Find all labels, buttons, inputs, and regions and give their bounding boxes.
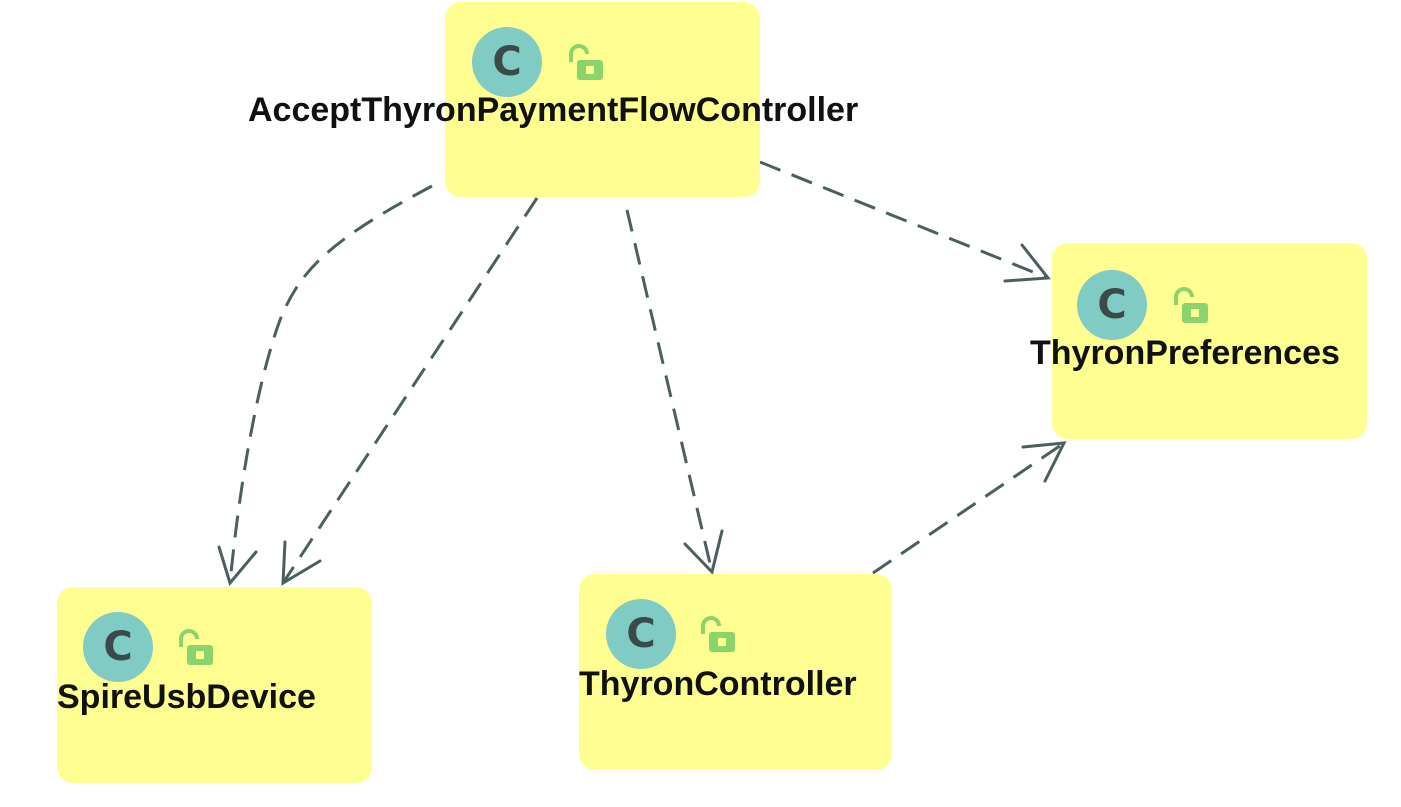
edge-accept-to-preferences [759, 160, 1049, 280]
arrowhead-controller-to-preferences [1021, 441, 1067, 483]
class-node-thyron-preferences[interactable]: C [1052, 243, 1367, 439]
unlock-icon [1174, 287, 1208, 323]
unlock-icon [569, 44, 603, 80]
edge-accept-to-spire-curved [228, 184, 433, 584]
class-node-spire-usb-device[interactable]: C [57, 587, 372, 783]
edge-accept-to-controller [625, 209, 714, 573]
class-icon: C [606, 599, 676, 669]
class-node-accept-thyron-payment-flow-controller[interactable]: C [445, 2, 760, 197]
class-icon: C [1077, 270, 1147, 340]
class-name-thyron-controller: ThyronController [579, 665, 857, 703]
class-name-spire-usb-device: SpireUsbDevice [57, 678, 316, 716]
arrowhead-preferences [1003, 243, 1051, 283]
unlock-icon [701, 616, 735, 652]
unlock-icon [179, 629, 213, 665]
arrowhead-spire-straight [281, 540, 322, 586]
edge-accept-to-spire-straight [281, 197, 539, 584]
class-name-accept-thyron-payment-flow-controller: AcceptThyronPaymentFlowController [248, 91, 859, 129]
arrowhead-controller [683, 529, 724, 576]
class-icon: C [83, 612, 153, 682]
class-name-thyron-preferences: ThyronPreferences [1030, 334, 1340, 372]
arrowhead-spire-curved [217, 545, 258, 587]
class-icon: C [472, 27, 542, 97]
edge-controller-to-preferences [872, 441, 1065, 575]
class-node-thyron-controller[interactable]: C [579, 574, 892, 770]
